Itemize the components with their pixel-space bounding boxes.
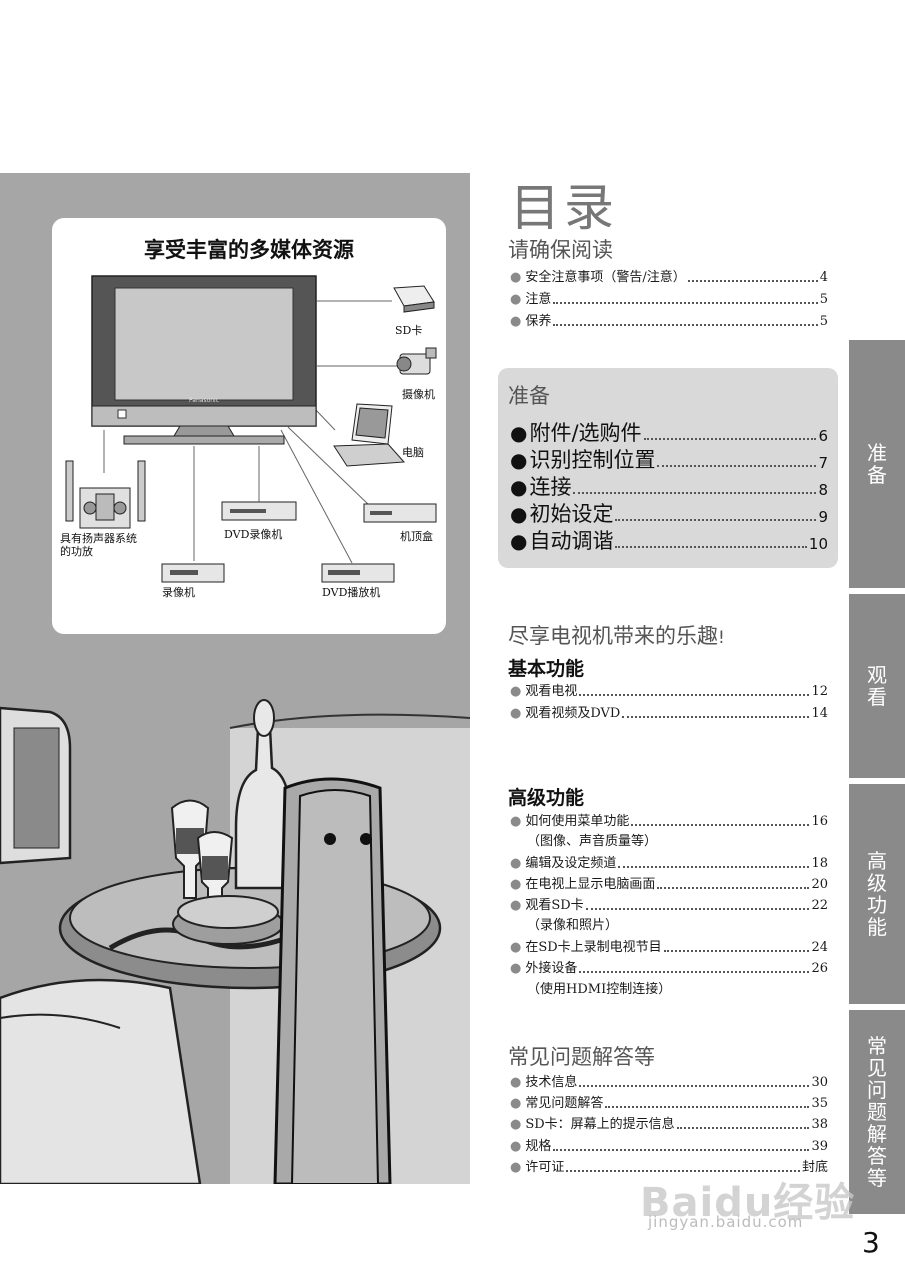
label-amp-line2: 的功放 (60, 545, 93, 558)
toc-entry[interactable]: ● 规格 39 (510, 1139, 828, 1154)
set-top-box-icon (363, 503, 437, 523)
label-stb: 机顶盒 (400, 530, 433, 543)
bullet-icon: ● (510, 421, 528, 445)
toc-entry[interactable]: ● 外接设备 26 (510, 961, 828, 976)
watermark-logo: Baidu经验 (640, 1180, 856, 1226)
toc-entry-note: （使用HDMI控制连接） (527, 982, 672, 997)
toc-entry[interactable]: ● 连接 8 (510, 475, 828, 499)
bullet-icon: ● (510, 898, 522, 913)
bullet-icon: ● (510, 292, 522, 307)
toc-entry-note: （录像和照片） (527, 918, 619, 933)
illustration-panel: 享受丰富的多媒体资源 Panasonic (0, 173, 470, 1184)
toc-entry[interactable]: ● 初始设定 9 (510, 502, 828, 526)
tab-prep[interactable]: 准备 (849, 340, 905, 588)
toc-title: 目录 (510, 179, 618, 237)
bullet-icon: ● (510, 270, 522, 285)
tab-watch[interactable]: 观看 (849, 594, 905, 778)
bullet-icon: ● (510, 1139, 522, 1154)
toc-entry[interactable]: ● 技术信息 30 (510, 1075, 828, 1090)
bullet-icon: ● (510, 814, 522, 829)
bullet-icon: ● (510, 502, 528, 526)
speaker-system-icon (65, 460, 146, 529)
toc-entry[interactable]: ● 许可证 封底 (510, 1160, 828, 1175)
bullet-icon: ● (510, 1160, 522, 1175)
toc-entry[interactable]: ● 安全注意事项（警告/注意） 4 (510, 270, 828, 285)
toc-entry[interactable]: ● 观看电视 12 (510, 684, 828, 699)
bullet-icon: ● (510, 314, 522, 329)
tab-advanced[interactable]: 高级功能 (849, 784, 905, 1004)
toc-entry[interactable]: ● 注意 5 (510, 292, 828, 307)
bullet-icon: ● (510, 448, 528, 472)
dvd-player-icon (321, 563, 395, 583)
laptop-icon (333, 403, 406, 467)
toc-entry[interactable]: ● 观看视频及DVD 14 (510, 706, 828, 721)
toc-entry[interactable]: ● 在电视上显示电脑画面 20 (510, 877, 828, 892)
living-room-scene (0, 688, 470, 1184)
preparation-box (498, 368, 838, 568)
toc-entry[interactable]: ● 常见问题解答 35 (510, 1096, 828, 1111)
toc-entry-note: （图像、声音质量等） (527, 834, 658, 849)
bullet-icon: ● (510, 877, 522, 892)
connection-diagram: Panasonic (65, 275, 437, 583)
vcr-icon (161, 563, 225, 583)
label-sd-card: SD卡 (395, 324, 423, 337)
toc-entry[interactable]: ● 保养 5 (510, 314, 828, 329)
dvd-recorder-icon (221, 501, 297, 521)
tv-brand: Panasonic (189, 397, 219, 404)
bullet-icon: ● (510, 940, 522, 955)
toc-entry[interactable]: ● 识别控制位置 7 (510, 448, 828, 472)
basic-functions-heading: 基本功能 (508, 658, 585, 680)
toc-entry[interactable]: ● 附件/选购件 6 (510, 421, 828, 445)
toc-entry[interactable]: ● SD卡：屏幕上的提示信息 38 (510, 1117, 828, 1132)
label-camcorder: 摄像机 (402, 388, 435, 401)
page-number: 3 (862, 1226, 880, 1259)
bullet-icon: ● (510, 1075, 522, 1090)
toc-entry[interactable]: ● 观看SD卡 22 (510, 898, 828, 913)
bullet-icon: ● (510, 706, 522, 721)
section-prep-heading: 准备 (508, 384, 550, 408)
section-faq-heading: 常见问题解答等 (508, 1045, 655, 1069)
tv-icon: Panasonic (91, 275, 317, 445)
bullet-icon: ● (510, 856, 522, 871)
bullet-icon: ● (510, 961, 522, 976)
label-vcr: 录像机 (162, 586, 195, 599)
advanced-functions-heading: 高级功能 (508, 787, 585, 809)
section-enjoy-heading: 尽享电视机带来的乐趣! (508, 624, 725, 648)
watermark-url: jingyan.baidu.com (648, 1213, 804, 1231)
heading-exclamation: ! (718, 628, 725, 648)
bullet-icon: ● (510, 1117, 522, 1132)
bullet-icon: ● (510, 1096, 522, 1111)
toc-entry[interactable]: ● 如何使用菜单功能 16 (510, 814, 828, 829)
label-pc: 电脑 (402, 446, 424, 459)
tab-faq[interactable]: 常见问题解答等 (849, 1010, 905, 1214)
toc-entry[interactable]: ● 编辑及设定频道 18 (510, 856, 828, 871)
sd-card-icon (393, 285, 435, 313)
bullet-icon: ● (510, 475, 528, 499)
label-dvd-player: DVD播放机 (322, 586, 381, 599)
toc-entry[interactable]: ● 自动调谐 10 (510, 529, 828, 553)
label-dvd-recorder: DVD录像机 (224, 528, 283, 541)
multimedia-diagram: 享受丰富的多媒体资源 Panasonic (52, 218, 446, 634)
camcorder-icon (396, 347, 437, 375)
label-amp-line1: 具有扬声器系统 (60, 532, 137, 545)
toc-entry[interactable]: ● 在SD卡上录制电视节目 24 (510, 940, 828, 955)
diagram-title: 享受丰富的多媒体资源 (144, 238, 354, 262)
section-read-first-heading: 请确保阅读 (508, 238, 613, 262)
bullet-icon: ● (510, 684, 522, 699)
bullet-icon: ● (510, 529, 528, 553)
